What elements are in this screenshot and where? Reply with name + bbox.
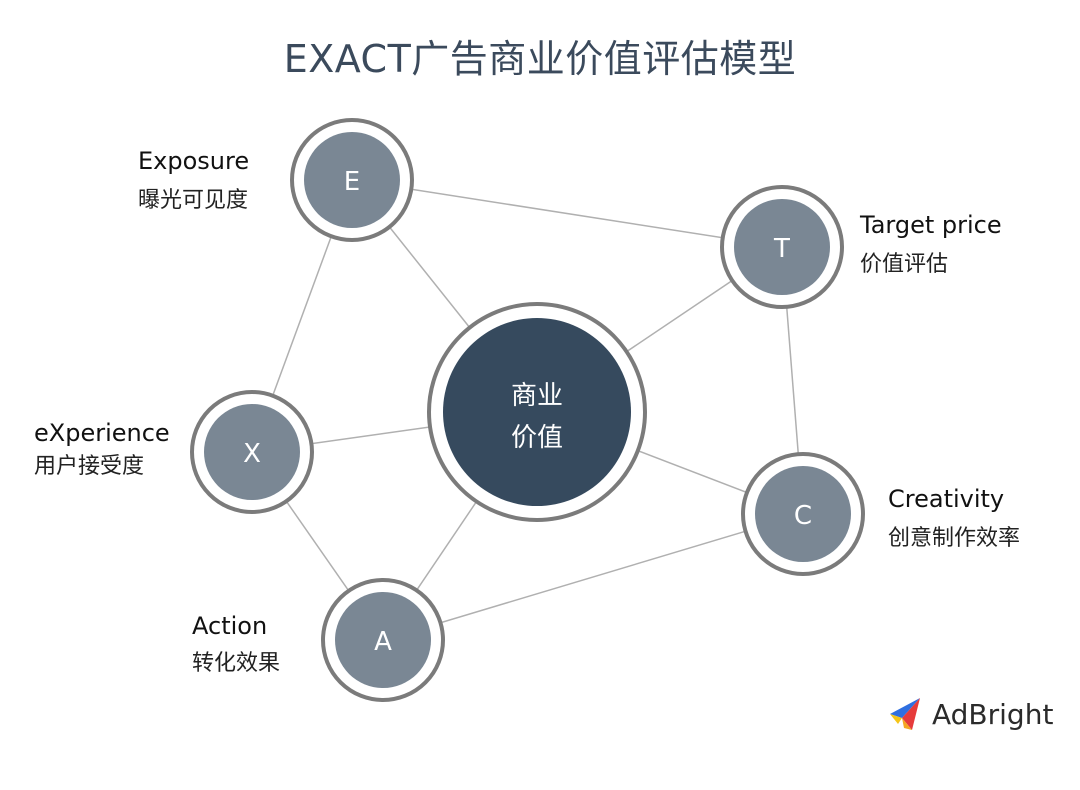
brand-name: AdBright [932, 697, 1054, 731]
label-action: Action 转化效果 [192, 611, 280, 679]
label-target-price-zh: 价值评估 [860, 252, 949, 277]
label-experience: eXperience 用户接受度 [34, 418, 170, 482]
label-creativity-en: Creativity [888, 485, 1005, 513]
label-target-price: Target price 价值评估 [860, 210, 1002, 280]
node-e-letter: E [344, 167, 360, 197]
label-exposure-en: Exposure [138, 147, 250, 175]
label-action-zh: 转化效果 [192, 651, 281, 676]
center-label-line2: 价值 [511, 423, 563, 453]
node-c-letter: C [794, 501, 812, 531]
node-x-letter: X [243, 439, 261, 469]
node-x: X [190, 390, 314, 514]
label-exposure: Exposure 曝光可见度 [138, 146, 249, 216]
label-action-en: Action [192, 612, 268, 640]
node-e: E [290, 118, 414, 242]
brand-logo: AdBright [886, 694, 1053, 734]
label-experience-zh: 用户接受度 [34, 454, 145, 479]
center-label-line1: 商业 [511, 381, 563, 411]
center-node: 商业 价值 [427, 302, 647, 522]
node-a: A [321, 578, 445, 702]
label-exposure-zh: 曝光可见度 [138, 188, 249, 213]
label-target-price-en: Target price [860, 211, 1002, 239]
node-t-letter: T [773, 234, 790, 264]
edge-e-t [351, 179, 783, 248]
edge-c-a [382, 513, 804, 641]
adbright-logo-icon [890, 698, 920, 730]
label-creativity: Creativity 创意制作效率 [888, 484, 1020, 554]
label-creativity-zh: 创意制作效率 [888, 526, 1021, 551]
node-t: T [720, 185, 844, 309]
page-title: EXACT广告商业价值评估模型 [283, 37, 797, 81]
node-a-letter: A [374, 627, 392, 657]
node-c: C [741, 452, 865, 576]
label-experience-en: eXperience [34, 419, 170, 447]
